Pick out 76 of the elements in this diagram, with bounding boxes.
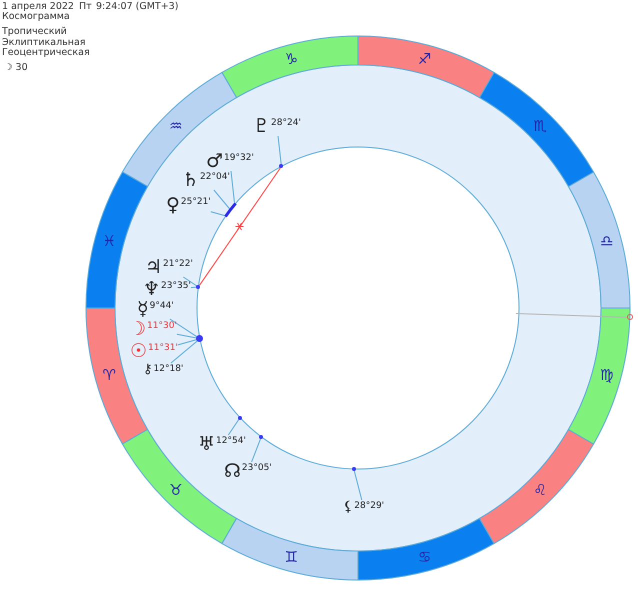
planet-symbol: ♆ [143,280,160,299]
degree-label: 9°44' [150,301,174,311]
degree-label: 12°18' [154,364,184,374]
zodiac-symbol: ♌ [533,482,547,498]
position-dot [196,335,204,342]
leader-line [170,340,198,364]
position-bar [224,202,237,217]
leader-line [251,438,262,462]
zodiac-segment [568,308,630,445]
zodiac-segment [358,36,494,98]
leader-line [228,418,240,436]
degree-label: 23°05' [242,463,272,473]
zodiac-segment [221,518,358,580]
zodiac-symbol: ♉ [169,482,183,498]
zodiac-segment [479,429,594,544]
leader-line [213,190,230,210]
planet-symbol: ♄ [182,171,200,190]
leader-line [169,318,198,338]
degree-label: 25°21' [180,197,211,207]
zodiac-symbol: ♈ [102,366,116,383]
degree-label: 22°04' [200,172,230,182]
position-dot [259,434,264,439]
leader-line [278,136,282,165]
zodiac-symbol: ♏ [533,118,547,134]
leader-line [210,211,225,216]
planet-symbol: ☉ [130,342,148,361]
planet-symbol: ⚷ [143,363,153,376]
position-dot [279,164,284,168]
zodiac-symbol: ♑ [284,51,298,68]
planet-symbol: ♂ [206,152,224,171]
position-dot [238,416,242,420]
zodiac-symbol: ♒ [169,118,183,134]
center-label: Геоцентрическая [2,47,90,59]
zodiac-symbol: ♎ [600,233,614,250]
zodiac-symbol: ♍ [600,366,614,383]
leader-line [182,276,198,286]
leader-line [354,470,362,500]
aspect-line [199,168,281,286]
leader-line [230,170,235,203]
planet-symbol: ⚸ [343,500,354,514]
planet-symbol: ♇ [253,117,270,136]
leader-line [177,339,198,346]
degree-label: 21°22' [163,259,193,269]
position-dot [352,466,356,471]
degree-label: 23°35' [161,281,191,291]
lunar-day-label: ☽ 30 [4,62,28,74]
zodiac-symbol: ♓ [102,233,116,250]
zodiac-symbol: ♐ [418,51,432,68]
degree-label: 11°31' [148,343,178,353]
planet-symbol: ☊ [224,462,241,481]
zodiac-type-label: Тропический [2,26,67,38]
planet-symbol: ♀ [166,196,180,215]
zodiac-symbol: ♊ [284,548,298,565]
degree-label: 11°30' [147,321,177,331]
zodiac-segment [357,518,494,580]
time-label: 9:24:07 (GMT+3) [96,1,178,13]
zodiac-segment [222,36,358,98]
degree-label: 19°32' [224,153,254,163]
zodiac-segment [568,172,630,308]
position-dot [196,284,200,289]
date-label: 1 апреля 2022 [2,1,74,12]
planet-symbol: ☽ [129,320,146,339]
weekday-label: Пт [79,1,92,13]
degree-label: 12°54' [216,436,246,446]
zodiac-segment [479,72,594,187]
degree-label: 28°29' [354,501,384,511]
zodiac-symbol: ♋ [418,548,432,565]
degree-label: 28°24' [271,118,301,128]
planet-symbol: ♃ [145,258,162,277]
leader-line [176,334,198,339]
coordinate-label: Эклиптикальная [2,37,86,48]
leader-line [190,286,197,288]
ring-marker [626,314,633,320]
chart-title: Космограмма [2,11,70,23]
planet-symbol: ☿ [137,300,149,319]
planet-symbol: ♅ [198,435,216,454]
